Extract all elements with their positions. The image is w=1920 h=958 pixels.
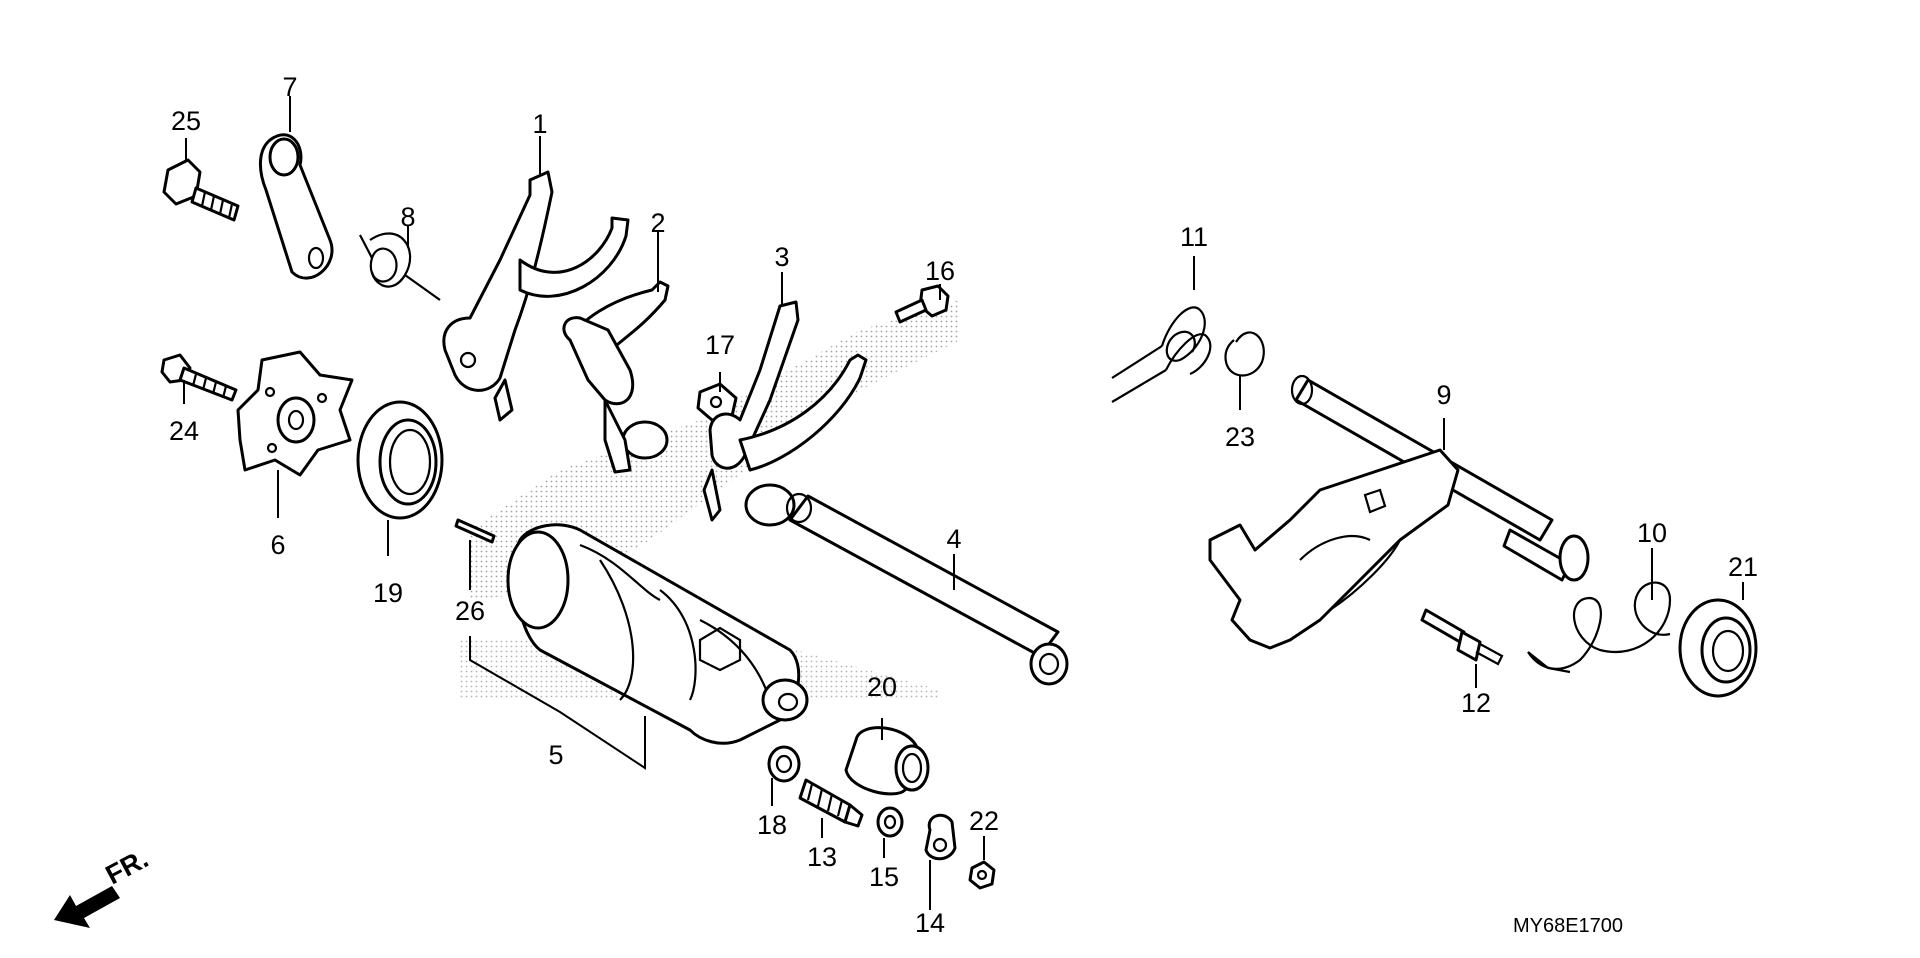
callout-15: 15	[869, 862, 899, 892]
callout-20: 20	[867, 672, 897, 702]
part-8-spring	[359, 232, 441, 301]
reference-code: MY68E1700	[1513, 915, 1623, 937]
part-12-pin-bolt	[1420, 608, 1504, 666]
part-10-return-spring	[1527, 581, 1672, 674]
part-6-star-plate	[236, 350, 354, 477]
part-25-bolt	[162, 158, 240, 222]
callout-23: 23	[1225, 422, 1255, 452]
callout-4: 4	[946, 524, 961, 554]
callout-3: 3	[774, 242, 789, 272]
part-9-gearshift-spindle	[1208, 374, 1590, 650]
part-5-shift-drum	[506, 523, 809, 745]
callout-leaders	[183, 96, 1744, 910]
callout-25: 25	[171, 106, 201, 136]
part-20-collar	[844, 726, 930, 796]
part-14-plate	[924, 813, 957, 861]
callout-10: 10	[1637, 518, 1667, 548]
callout-16: 16	[925, 256, 955, 286]
callout-12: 12	[1461, 688, 1491, 718]
part-24-bolt	[160, 353, 238, 402]
callout-13: 13	[807, 842, 837, 872]
part-4-shaft	[785, 492, 1069, 686]
callout-19: 19	[373, 578, 403, 608]
part-22-nut	[968, 860, 996, 890]
part-19-bearing	[356, 400, 444, 520]
callout-24: 24	[169, 416, 199, 446]
part-1-shift-fork	[442, 170, 630, 422]
part-15-washer	[876, 806, 904, 838]
part-2-shift-fork	[562, 280, 670, 474]
callout-11: 11	[1180, 222, 1208, 252]
part-7-stopper-arm	[259, 133, 334, 280]
part-21-oil-seal	[1678, 598, 1758, 698]
callout-2: 2	[650, 208, 665, 238]
callout-labels: 25 7 8 1 2 3 16 17 24 6 19 26 4 5 20 18 …	[169, 72, 1758, 938]
part-13-switch	[798, 778, 864, 828]
part-11-spring	[1111, 306, 1212, 403]
callout-17: 17	[705, 330, 735, 360]
direction-label: FR.	[101, 843, 153, 890]
callout-26: 26	[455, 596, 485, 626]
callout-14: 14	[915, 908, 945, 938]
callout-1: 1	[532, 109, 547, 139]
part-3-shift-fork	[702, 300, 868, 527]
part-23-circlip	[1224, 331, 1265, 377]
callout-18: 18	[757, 810, 787, 840]
callout-8: 8	[400, 202, 415, 232]
part-26-pin	[454, 518, 496, 544]
callout-5: 5	[548, 740, 563, 770]
callout-21: 21	[1728, 552, 1758, 582]
callout-6: 6	[270, 530, 285, 560]
part-18-washer	[767, 745, 801, 783]
front-direction-arrow	[54, 886, 120, 928]
callout-7: 7	[282, 72, 297, 102]
callout-9: 9	[1436, 380, 1451, 410]
callout-22: 22	[969, 806, 999, 836]
